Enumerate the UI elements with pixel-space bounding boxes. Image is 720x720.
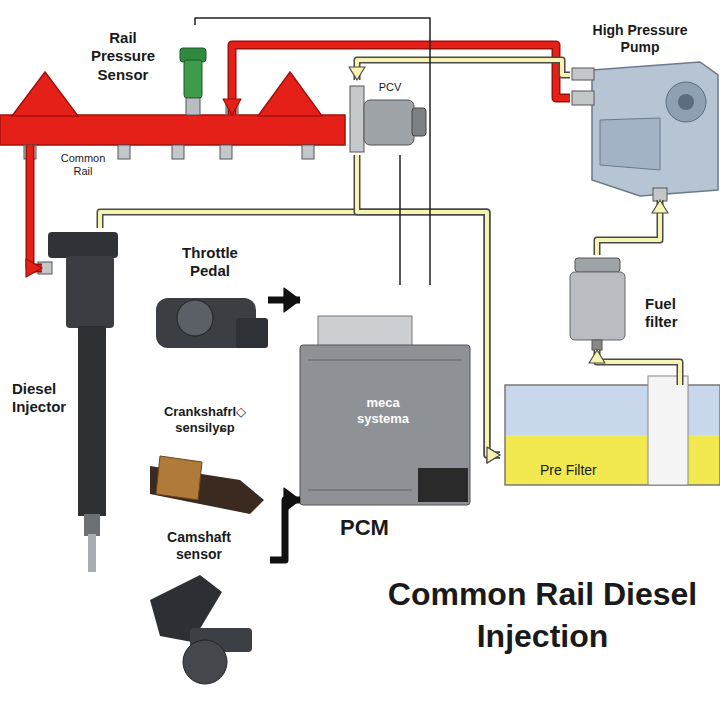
part-label: PCM: [340, 515, 410, 542]
line-core: [100, 212, 500, 455]
pcm-node: meca systemaPCM: [300, 285, 470, 550]
rail-peak: [12, 72, 78, 116]
signal-arrow: [268, 288, 300, 312]
tank-node: Pre Filter: [500, 385, 720, 485]
fuel-line: [26, 145, 42, 277]
arrow-head: [652, 200, 668, 213]
rail-peak: [258, 72, 322, 116]
arrow-head: [487, 447, 500, 463]
pump-body: [592, 62, 718, 196]
sensor-node: Rail Pressure Sensor: [82, 25, 207, 115]
arrow-head: [487, 447, 500, 463]
cam-node: Camshaft sensor: [140, 525, 270, 690]
fuel-line: [597, 200, 668, 255]
rail-fitting: [118, 145, 130, 159]
injector-body: [78, 326, 106, 516]
diagram-title: Common Rail Diesel Injection: [385, 574, 700, 657]
injector-inlet: [38, 262, 52, 274]
filter-cap: [575, 258, 620, 272]
part-label: Camshaft sensor: [158, 529, 240, 563]
pedal-node: Throttle Pedal: [150, 240, 268, 365]
valve-node: PCV: [340, 80, 428, 155]
injector-head: [48, 232, 118, 258]
line-outline: [232, 45, 570, 115]
fuel-line: [349, 60, 570, 80]
part-label: Rail Pressure Sensor: [82, 29, 164, 84]
rail-body: [0, 115, 345, 145]
signal-wire: [400, 155, 401, 285]
arrow-head: [349, 67, 365, 80]
pcm-body: [300, 345, 470, 505]
pump-flange: [666, 82, 706, 122]
pump-detail: [600, 118, 660, 170]
arrow-head: [284, 288, 300, 312]
fuel-line: [589, 350, 680, 385]
line-outline: [268, 297, 300, 304]
line-core: [232, 45, 570, 115]
arrow-head: [26, 259, 42, 277]
crank-node: Crankshafrl◇ sensilyɕp: [145, 400, 270, 515]
part-label: Common Rail: [58, 152, 108, 179]
part-label: High Pressure Pump: [580, 22, 700, 56]
rail-node: Common Rail: [0, 115, 345, 145]
pedal-hub: [177, 300, 213, 336]
line-core: [597, 350, 680, 385]
arrow-head: [223, 99, 241, 115]
rail-fitting: [220, 145, 232, 159]
part-label: Pre Filter: [540, 462, 630, 479]
pcv-fitting: [350, 86, 364, 152]
rail-fitting: [24, 145, 36, 159]
crank-sensor-tip: [156, 456, 202, 500]
part-label: meca systema: [340, 395, 426, 427]
line-outline: [30, 145, 42, 268]
filter-outlet: [592, 340, 602, 350]
filter-body: [570, 272, 625, 340]
line-core: [357, 60, 570, 80]
part-label: Crankshafrl◇ sensilyɕp: [149, 404, 261, 436]
pump-fitting: [653, 188, 667, 201]
part-label: PCV: [370, 81, 410, 94]
signal-arrow: [270, 488, 300, 560]
fuel-line: [100, 212, 500, 463]
pcm-connector: [418, 468, 468, 502]
line-outline: [100, 212, 500, 455]
line-outline: [597, 350, 680, 385]
pump-shaft: [678, 94, 694, 110]
sensor-body: [184, 60, 202, 98]
line-core: [30, 145, 42, 268]
fuel-line: [223, 45, 570, 115]
arrow-head: [589, 350, 605, 363]
part-label: Throttle Pedal: [168, 244, 252, 281]
line-outline: [270, 500, 300, 560]
pcv-coil: [412, 108, 426, 136]
pump-fitting: [572, 68, 594, 80]
injector-node: Diesel Injector: [42, 228, 132, 573]
rail-fitting: [226, 101, 238, 115]
line-outline: [357, 60, 570, 80]
line-outline: [597, 200, 660, 255]
tank-pickup: [648, 376, 688, 485]
injector-solenoid: [66, 256, 114, 328]
pump-fitting: [572, 91, 594, 105]
sensor-thread: [186, 98, 200, 115]
arrow-head: [284, 488, 300, 512]
line-outline: [399, 155, 401, 285]
rail-fitting: [172, 145, 184, 159]
pcv-body: [364, 100, 414, 145]
injector-nut: [84, 514, 100, 536]
part-label: Diesel Injector: [12, 380, 86, 417]
line-core: [597, 200, 660, 255]
pump-node: High Pressure Pump: [570, 20, 720, 200]
injector-nozzle: [88, 534, 96, 572]
rail-fitting: [302, 145, 314, 159]
pedal-plug: [236, 318, 268, 348]
cam-sensor-flange: [183, 640, 227, 684]
part-label: Fuel filter: [645, 295, 700, 332]
filter-node: Fuel filter: [565, 255, 630, 350]
